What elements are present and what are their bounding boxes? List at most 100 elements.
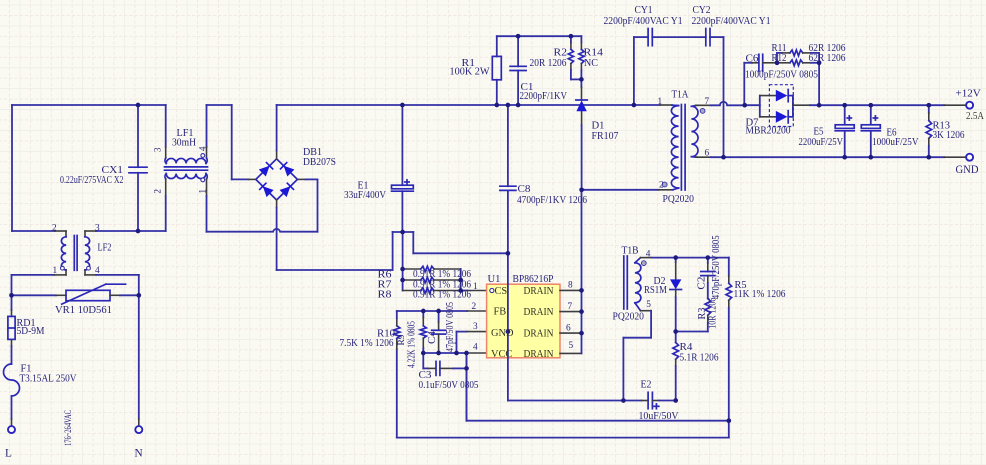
svg-text:CX1: CX1 <box>102 165 124 176</box>
svg-text:T1B: T1B <box>622 246 639 257</box>
svg-text:PQ2020: PQ2020 <box>663 194 695 205</box>
svg-text:CS: CS <box>495 286 508 297</box>
svg-text:2: 2 <box>52 224 57 234</box>
svg-text:1000pF/250V 0805: 1000pF/250V 0805 <box>745 70 818 81</box>
svg-text:T3.15AL 250V: T3.15AL 250V <box>20 374 78 385</box>
svg-text:30mH: 30mH <box>172 137 196 148</box>
svg-text:2200pF/400VAC Y1: 2200pF/400VAC Y1 <box>692 16 771 27</box>
svg-text:2: 2 <box>659 181 664 191</box>
svg-text:11K 1% 1206: 11K 1% 1206 <box>734 289 786 300</box>
svg-text:0.1uF/50V 0805: 0.1uF/50V 0805 <box>419 380 479 391</box>
svg-text:C1: C1 <box>521 82 534 93</box>
svg-text:E6: E6 <box>887 128 897 139</box>
svg-text:C6: C6 <box>746 54 759 65</box>
svg-text:20R 1206: 20R 1206 <box>530 58 567 69</box>
svg-text:0.91R 1% 1206: 0.91R 1% 1206 <box>413 290 471 301</box>
svg-text:3: 3 <box>153 147 163 152</box>
svg-text:C3: C3 <box>419 370 432 381</box>
svg-text:10uF/50V: 10uF/50V <box>639 411 680 422</box>
svg-text:BP86216P: BP86216P <box>513 274 554 285</box>
svg-text:4.22K 1% 0805: 4.22K 1% 0805 <box>407 321 418 368</box>
svg-text:DRAIN: DRAIN <box>524 329 554 340</box>
svg-text:LF2: LF2 <box>98 243 112 254</box>
svg-text:R5: R5 <box>735 280 747 291</box>
svg-text:6: 6 <box>705 149 710 159</box>
svg-text:R8: R8 <box>378 290 392 301</box>
svg-text:D1: D1 <box>592 120 605 131</box>
svg-text:2200pF/1KV: 2200pF/1KV <box>520 91 568 102</box>
svg-text:3: 3 <box>473 322 478 332</box>
svg-text:4: 4 <box>197 146 207 151</box>
svg-text:2: 2 <box>153 189 163 194</box>
svg-text:0.91R 1% 1206: 0.91R 1% 1206 <box>413 269 471 280</box>
svg-text:L: L <box>5 448 12 460</box>
svg-text:R7: R7 <box>378 279 392 290</box>
svg-text:0.22uF/275VAC X2: 0.22uF/275VAC X2 <box>60 175 124 186</box>
svg-text:VR1 10D561: VR1 10D561 <box>55 305 112 316</box>
svg-text:GND: GND <box>491 328 514 339</box>
svg-text:4: 4 <box>95 266 100 276</box>
svg-text:176~264VAC: 176~264VAC <box>63 410 73 446</box>
svg-text:R11: R11 <box>772 43 787 54</box>
svg-text:1000uF/25V: 1000uF/25V <box>872 137 919 148</box>
svg-text:62R 1206: 62R 1206 <box>809 43 846 54</box>
svg-text:7: 7 <box>705 97 710 107</box>
svg-text:GND: GND <box>956 164 979 176</box>
svg-text:RD1: RD1 <box>17 318 36 329</box>
svg-text:MBR20200: MBR20200 <box>746 126 791 137</box>
svg-text:2200pF/400VAC Y1: 2200pF/400VAC Y1 <box>604 16 683 27</box>
svg-text:C8: C8 <box>518 184 531 195</box>
svg-text:DB207S: DB207S <box>303 157 336 168</box>
svg-text:4700pF/1KV 1206: 4700pF/1KV 1206 <box>517 195 587 206</box>
svg-text:R12: R12 <box>772 53 787 64</box>
svg-text:LF1: LF1 <box>177 128 194 139</box>
svg-text:1: 1 <box>473 282 478 292</box>
svg-text:DB1: DB1 <box>303 147 322 158</box>
svg-text:33uF/400V: 33uF/400V <box>344 190 387 201</box>
svg-text:+12V: +12V <box>956 89 982 100</box>
svg-text:U1: U1 <box>488 274 501 285</box>
svg-text:DRAIN: DRAIN <box>524 349 554 360</box>
svg-text:5: 5 <box>646 300 651 310</box>
svg-text:7: 7 <box>568 302 573 312</box>
svg-text:62R 1206: 62R 1206 <box>809 53 846 64</box>
svg-text:C4: C4 <box>427 331 438 344</box>
svg-text:3: 3 <box>95 224 100 234</box>
svg-text:R4: R4 <box>680 342 693 353</box>
svg-text:1: 1 <box>53 266 58 276</box>
svg-text:F1: F1 <box>21 364 32 375</box>
svg-text:1: 1 <box>658 97 663 107</box>
svg-text:5: 5 <box>569 341 574 351</box>
svg-text:2.5A: 2.5A <box>966 111 985 122</box>
svg-text:CY2: CY2 <box>693 5 711 16</box>
svg-text:D7: D7 <box>746 117 759 128</box>
svg-text:E5: E5 <box>814 127 824 138</box>
svg-text:5.1R 1206: 5.1R 1206 <box>680 353 719 364</box>
svg-text:D2: D2 <box>654 276 666 287</box>
svg-text:T1A: T1A <box>672 90 690 101</box>
svg-text:2200uF/25V: 2200uF/25V <box>799 137 844 148</box>
svg-text:DRAIN: DRAIN <box>524 307 554 318</box>
svg-text:FR107: FR107 <box>592 131 619 142</box>
svg-text:E2: E2 <box>641 379 652 390</box>
svg-text:R6: R6 <box>378 270 392 281</box>
svg-text:R9: R9 <box>397 334 407 345</box>
svg-text:E1: E1 <box>358 180 369 191</box>
svg-text:10R 1206: 10R 1206 <box>707 298 718 329</box>
svg-text:5D-9M: 5D-9M <box>17 326 45 337</box>
svg-text:100K 2W: 100K 2W <box>450 67 491 78</box>
svg-text:R13: R13 <box>933 120 951 131</box>
svg-text:6: 6 <box>566 323 571 333</box>
svg-text:CY1: CY1 <box>635 5 653 16</box>
svg-text:8: 8 <box>568 280 573 290</box>
svg-text:R1: R1 <box>462 58 476 69</box>
svg-text:R2: R2 <box>554 47 568 58</box>
svg-text:PQ2020: PQ2020 <box>613 312 645 323</box>
svg-text:VCC: VCC <box>491 349 512 360</box>
svg-text:C2: C2 <box>696 277 707 290</box>
svg-text:R14: R14 <box>584 47 604 58</box>
svg-text:R10: R10 <box>377 328 395 339</box>
svg-text:FB: FB <box>494 307 507 318</box>
svg-text:1: 1 <box>197 189 207 194</box>
svg-text:DRAIN: DRAIN <box>524 286 554 297</box>
